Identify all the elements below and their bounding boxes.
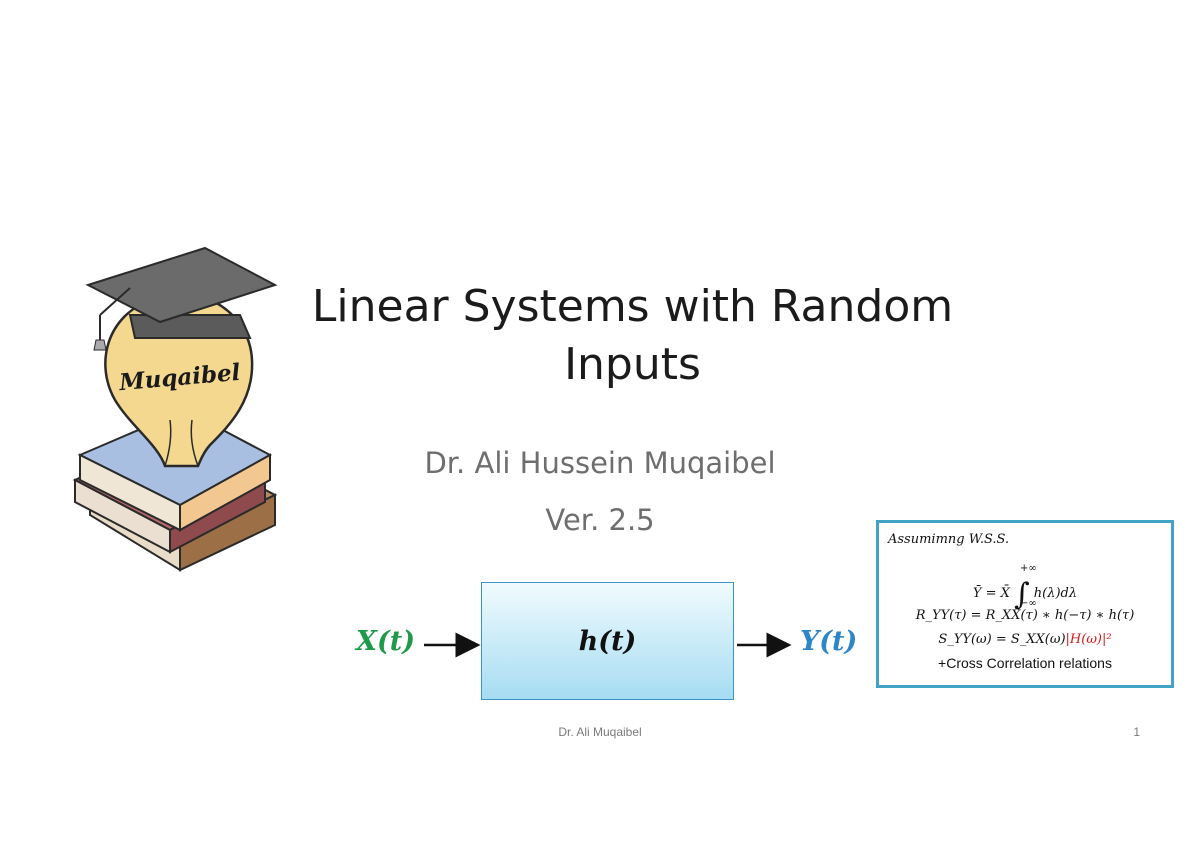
integral-sign-icon: ∫: [1014, 577, 1030, 612]
psd-equation: S_YY(ω) = S_XX(ω)|H(ω)|²: [879, 632, 1171, 647]
psd-lhs: S_YY(ω) = S_XX(ω): [938, 632, 1066, 647]
cross-correlation-note: +Cross Correlation relations: [938, 655, 1112, 671]
output-signal-label: Y(t): [800, 626, 858, 657]
footer-text: Dr. Ali Muqaibel: [558, 725, 642, 739]
graduation-cap-icon: [85, 246, 278, 351]
title-line-2: Inputs: [564, 339, 701, 390]
mean-integrand: h(λ)dλ: [1033, 586, 1078, 601]
psd-transfer-magnitude: |H(ω)|²: [1065, 632, 1112, 647]
muqaibel-logo: Muqaibel: [72, 246, 278, 572]
version-label: Ver. 2.5: [545, 503, 655, 537]
autocorrelation-equation: R_YY(τ) = R_XX(τ) ∗ h(−τ) ∗ h(τ): [915, 608, 1135, 623]
mean-lhs: Ȳ = X̄: [972, 586, 1010, 601]
system-response-label: h(t): [578, 625, 637, 657]
wss-equations-box: Assumimng W.S.S. +∞ Ȳ = X̄ ∫ h(λ)dλ −∞ R…: [876, 520, 1174, 688]
author-name: Dr. Ali Hussein Muqaibel: [424, 446, 776, 480]
mean-equation: Ȳ = X̄ ∫ h(λ)dλ: [879, 570, 1171, 612]
title-line-1: Linear Systems with Random: [311, 281, 954, 332]
wss-assumption-label: Assumimng W.S.S.: [888, 532, 1010, 547]
slide-title: Linear Systems with Random Inputs: [300, 278, 965, 394]
integral-lower-limit: −∞: [1020, 598, 1037, 609]
book-stack: [72, 408, 278, 572]
integral-upper-limit: +∞: [1020, 563, 1037, 574]
input-signal-label: X(t): [356, 626, 415, 657]
page-number: 1: [1133, 725, 1140, 739]
system-block: h(t): [481, 582, 734, 700]
